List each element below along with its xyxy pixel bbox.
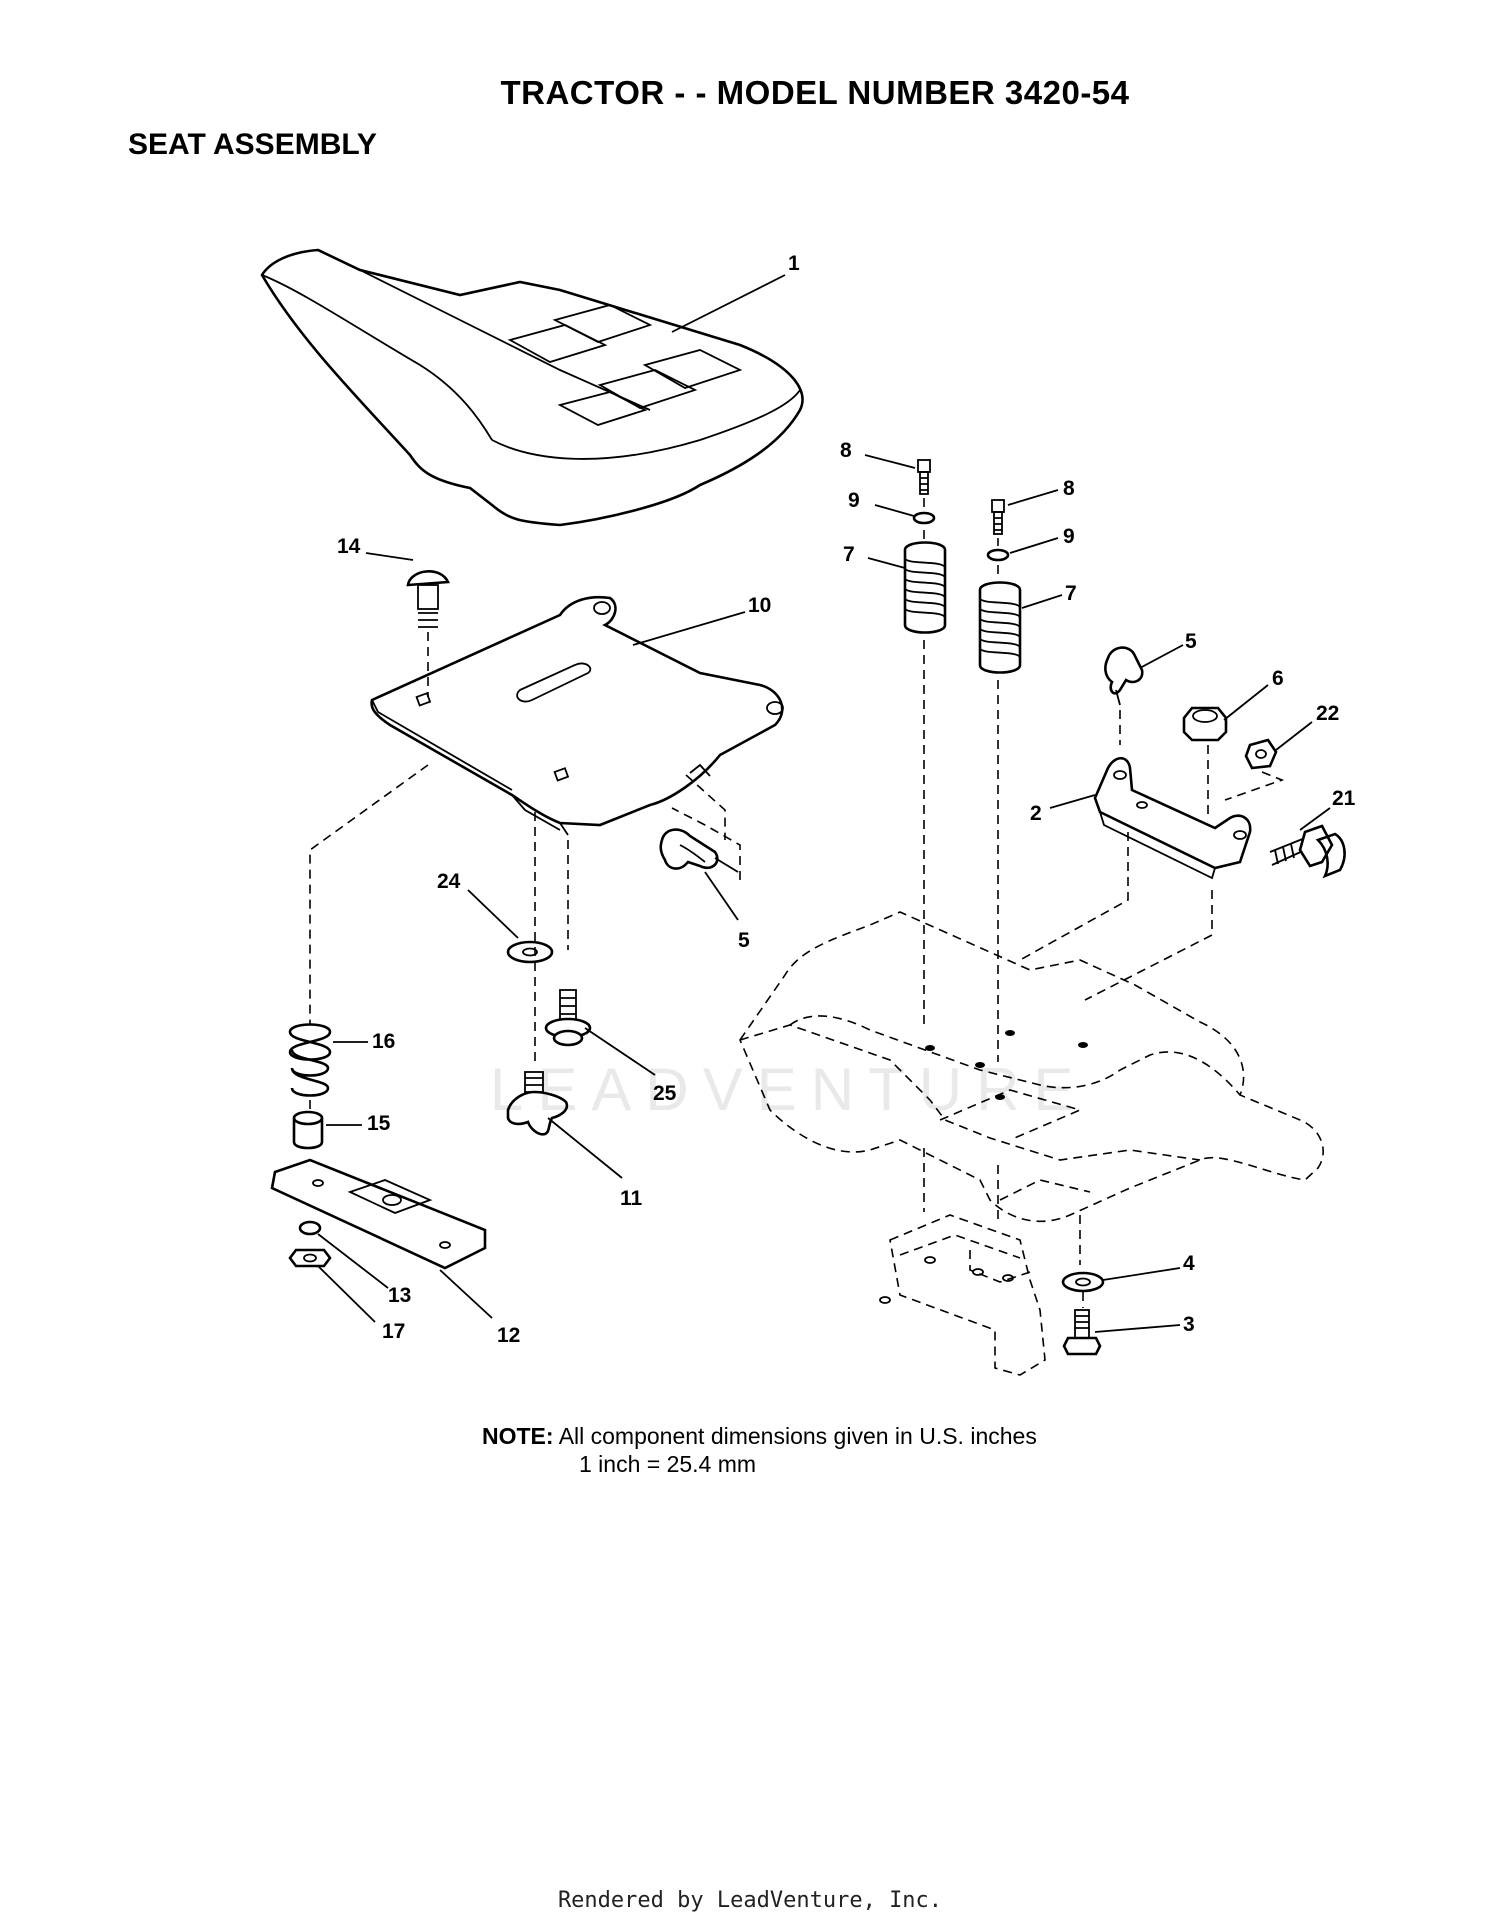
section-title: SEAT ASSEMBLY	[128, 128, 377, 161]
callout-22: 22	[1316, 702, 1339, 725]
nut-17	[288, 1248, 332, 1268]
washer-9-right	[986, 548, 1010, 562]
footer-credit: Rendered by LeadVenture, Inc.	[557, 1888, 943, 1913]
callout-7-right: 7	[1065, 582, 1077, 605]
seat-part	[260, 248, 804, 527]
callout-8-right: 8	[1063, 477, 1075, 500]
callout-6: 6	[1272, 667, 1284, 690]
spring-16	[288, 1023, 332, 1097]
bolt-8-left	[917, 459, 931, 495]
slide-plate-part	[270, 1158, 487, 1270]
callout-9-left: 9	[848, 489, 860, 512]
callout-14: 14	[337, 535, 361, 558]
bolt-8-right	[991, 499, 1005, 535]
callout-25: 25	[653, 1082, 677, 1105]
callout-11: 11	[620, 1187, 643, 1210]
note-line-1: All component dimensions given in U.S. i…	[558, 1423, 1037, 1449]
callout-15: 15	[367, 1112, 391, 1135]
callout-3: 3	[1183, 1313, 1195, 1336]
callout-17: 17	[382, 1320, 405, 1343]
spring-7-right	[978, 581, 1022, 674]
washer-24	[506, 940, 554, 964]
dimension-note: NOTE: All component dimensions given in …	[482, 1422, 1037, 1478]
callout-24: 24	[437, 870, 461, 893]
callout-2: 2	[1030, 802, 1042, 825]
clip-5-right	[1104, 646, 1144, 706]
page-title: TRACTOR - - MODEL NUMBER 3420-54	[500, 74, 1130, 111]
callout-5-left: 5	[738, 929, 750, 952]
callout-7-left: 7	[843, 543, 855, 566]
callout-21: 21	[1332, 787, 1356, 810]
shoulder-bolt-21	[1269, 824, 1346, 879]
seat-pan-part	[370, 595, 784, 836]
callout-8-left: 8	[840, 439, 852, 462]
callout-12: 12	[497, 1324, 520, 1347]
callout-9-right: 9	[1063, 525, 1075, 548]
callout-16: 16	[372, 1030, 395, 1053]
clip-5-left	[659, 828, 739, 873]
bushing-15	[292, 1110, 324, 1150]
callout-10: 10	[748, 594, 771, 617]
note-line-2: 1 inch = 25.4 mm	[579, 1451, 757, 1477]
callout-5-right: 5	[1185, 630, 1197, 653]
callout-13: 13	[388, 1284, 411, 1307]
note-label: NOTE:	[482, 1423, 554, 1449]
washer-9-left	[912, 511, 936, 525]
watermark: LEADVENTURE	[490, 1056, 1087, 1123]
nut-22	[1244, 738, 1278, 770]
washer-4	[1061, 1271, 1105, 1293]
knob-part	[506, 1071, 569, 1136]
bolt-3	[1062, 1309, 1102, 1356]
carriage-bolt-part	[406, 570, 450, 628]
lower-mount-dashed	[879, 1214, 1046, 1376]
callout-4: 4	[1183, 1252, 1195, 1275]
shoulder-bolt-part	[544, 989, 592, 1047]
bracket-part	[1093, 756, 1252, 880]
callout-1: 1	[788, 252, 800, 275]
frame-dashed	[739, 911, 1324, 1223]
spring-7-left	[903, 541, 947, 634]
lock-washer-13	[298, 1220, 322, 1236]
nut-6	[1182, 706, 1228, 742]
